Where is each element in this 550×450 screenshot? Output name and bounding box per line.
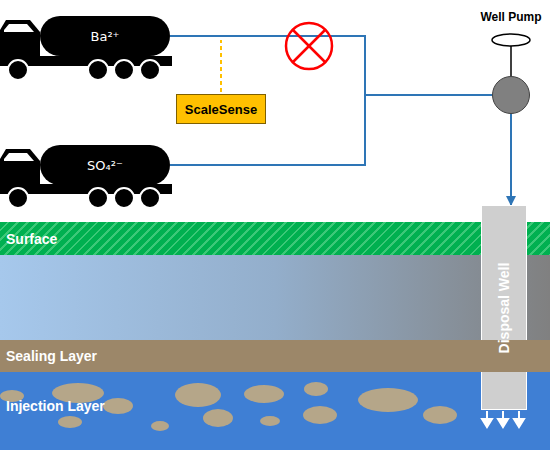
soil-layer: [0, 255, 550, 340]
node-label: SO₄²⁻: [87, 158, 123, 173]
sealing-band: Sealing Layer: [0, 340, 550, 372]
sensor-box: ScaleSense: [176, 94, 266, 124]
injection-arrows: [482, 411, 524, 427]
injection-band: Injection Layer: [0, 372, 550, 450]
injection-ground: [0, 372, 550, 450]
node-label: Well Pump: [472, 10, 550, 24]
node-label: Sealing Layer: [6, 348, 97, 364]
node-label: Disposal Well: [496, 262, 512, 353]
tank-ba: Ba²⁺: [40, 16, 170, 56]
node-label: ScaleSense: [185, 102, 257, 117]
well-pump: Well Pump: [472, 6, 550, 116]
node-label: Injection Layer: [6, 398, 105, 414]
surface-band: Surface: [0, 222, 550, 255]
pipe-connector: [170, 95, 492, 165]
rock-pores: [0, 382, 457, 431]
disposal-well: Disposal Well: [481, 205, 527, 410]
pump-rotor: [492, 34, 530, 76]
pump-body: [492, 76, 530, 114]
pipe-connector: [510, 114, 512, 205]
tank-so4: SO₄²⁻: [40, 145, 170, 185]
node-label: Ba²⁺: [91, 29, 120, 44]
node-label: Surface: [6, 231, 57, 247]
sensor-leader: [220, 40, 222, 92]
